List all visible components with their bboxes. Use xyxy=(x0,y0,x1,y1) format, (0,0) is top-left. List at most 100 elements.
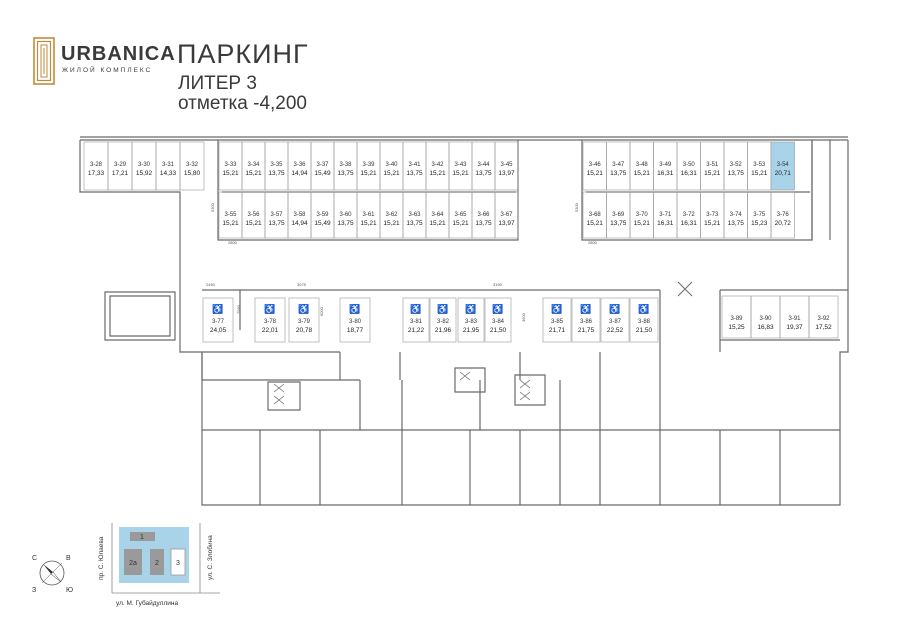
parking-spaces: 3-2817,333-2917,213-3015,923-3114,333-32… xyxy=(83,141,839,343)
dimension-label: 5300 xyxy=(210,202,215,212)
compass-south: Ю xyxy=(66,587,73,594)
space-area: 15,21 xyxy=(587,220,604,227)
parking-space-3-39[interactable]: 3-39 15,21 xyxy=(356,141,381,191)
space-number: 3-78 xyxy=(264,319,277,325)
key-building-1 xyxy=(130,532,155,541)
dimension-label: 2450 xyxy=(206,282,216,287)
accessible-icon: ♿ xyxy=(609,303,620,314)
space-area: 21,22 xyxy=(408,327,425,334)
space-number: 3-51 xyxy=(706,162,719,168)
urbanica-logo-icon xyxy=(33,37,55,85)
space-outline xyxy=(770,141,795,191)
space-number: 3-38 xyxy=(339,162,352,168)
space-area: 22,01 xyxy=(262,327,279,334)
space-number: 3-39 xyxy=(362,162,375,168)
shaft-mark-4 xyxy=(519,391,531,401)
space-area: 13,75 xyxy=(610,220,627,227)
space-area: 15,21 xyxy=(360,170,377,177)
space-outline xyxy=(542,297,572,343)
space-outline xyxy=(808,295,839,339)
street-gubaydullina: ул. М. Губайдуллина xyxy=(116,599,178,607)
dimension-label: 7560 xyxy=(236,304,241,314)
brand-name: URBANICA xyxy=(61,43,176,65)
shaft-mark-2 xyxy=(459,371,471,381)
space-area: 21,96 xyxy=(435,327,452,334)
dimension-label: 5300 xyxy=(574,202,579,212)
accessible-icon: ♿ xyxy=(410,303,421,314)
space-number: 3-74 xyxy=(730,212,743,218)
space-outline xyxy=(402,297,430,343)
space-number: 3-88 xyxy=(638,319,651,325)
space-area: 13,75 xyxy=(406,220,423,227)
space-number: 3-31 xyxy=(162,162,175,168)
space-outline xyxy=(457,297,485,343)
space-area: 16,31 xyxy=(657,170,674,177)
space-area: 15,80 xyxy=(184,170,201,177)
